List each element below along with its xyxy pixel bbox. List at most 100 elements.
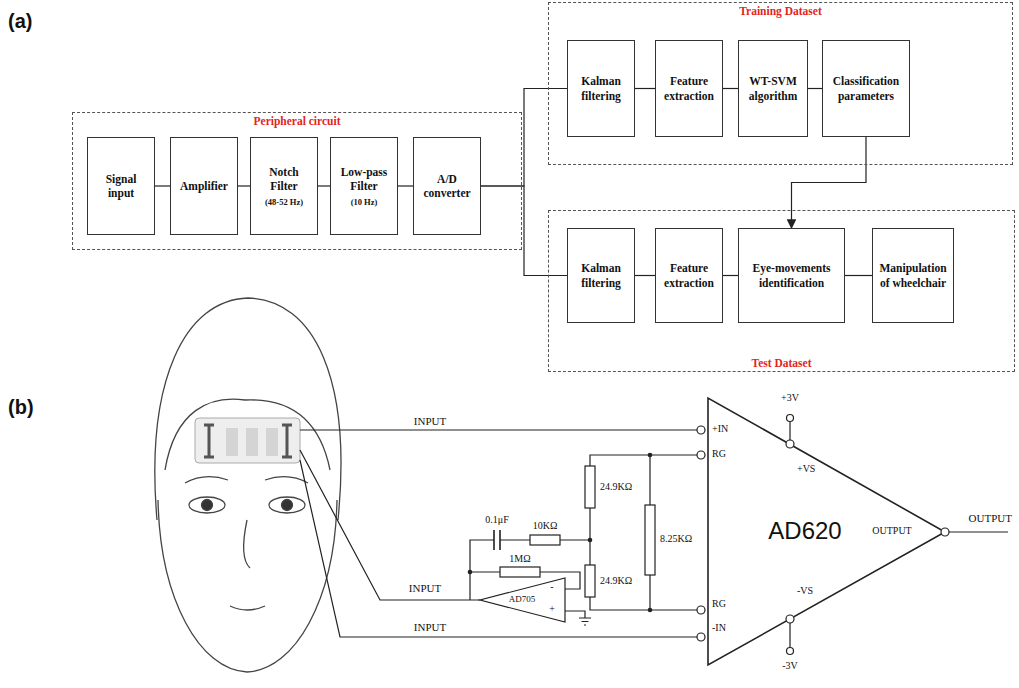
head-drawing-part: [155, 298, 341, 520]
box-label: Notch Filter: [255, 165, 313, 194]
resistor-symbol-part: [530, 535, 560, 545]
group-title: Test Dataset: [748, 355, 816, 371]
electrode-band-part: [246, 428, 258, 456]
connector-line: [238, 185, 250, 186]
pin-terminal-part: [786, 615, 794, 623]
amplifier-symbol: [708, 398, 945, 665]
circuit-label: -IN: [712, 622, 726, 634]
pin-terminal-part: [941, 528, 949, 536]
connector-line: [155, 185, 170, 186]
circuit-label: +3V: [781, 392, 799, 404]
connector-line: [723, 275, 738, 276]
resistor-symbol: [500, 466, 655, 597]
box-label: WT-SVM algorithm: [743, 74, 803, 103]
connector-line: [481, 186, 567, 276]
circuit-label: OUTPUT: [969, 512, 1012, 525]
resistor-symbol-part: [500, 567, 540, 577]
circuit-label: AD620: [768, 517, 841, 545]
circuit-label: 8.25KΩ: [660, 533, 692, 545]
circuit-wires-part: [300, 429, 697, 430]
connector-line: [398, 185, 413, 186]
pin-terminal-part: [697, 606, 705, 614]
capacitor-symbol: [494, 530, 500, 550]
electrode-band-part: [266, 428, 278, 456]
junction-dot-part: [468, 570, 473, 575]
box-label: Classification parameters: [827, 74, 905, 103]
pin-terminal-part: [787, 415, 794, 422]
resistor-symbol-part: [585, 466, 595, 508]
electrode-band-part: [195, 418, 300, 463]
circuit-label: 24.9KΩ: [600, 575, 632, 587]
pin-terminal-part: [787, 648, 794, 655]
circuit-label: RG: [712, 598, 726, 610]
box-label: (48-52 Hz): [265, 197, 303, 208]
connector-arrow: [792, 137, 867, 228]
group-title: Training Dataset: [735, 3, 826, 19]
box-label: Feature extraction: [660, 261, 718, 290]
circuit-label: 0.1μF: [485, 514, 508, 526]
circuit-label: OUTPUT: [872, 525, 911, 537]
ground-symbol-part: [579, 618, 591, 625]
connector-line: [808, 88, 822, 89]
process-box: Feature extraction: [655, 228, 723, 323]
head-drawing-part: [244, 520, 250, 568]
pin-terminal-part: [697, 426, 705, 434]
connector-line: [845, 275, 872, 276]
process-box: A/D converter: [413, 137, 481, 235]
circuit-label: (a): [8, 10, 32, 33]
head-drawing-part: [269, 497, 305, 513]
circuit-wires-part: [590, 455, 697, 610]
box-label: A/D converter: [418, 172, 476, 201]
circuit-label: -: [550, 581, 553, 593]
circuit-label: -3V: [782, 660, 798, 672]
circuit-label: -VS: [797, 585, 813, 597]
process-box: Eye-movements identification: [738, 228, 845, 323]
electrode-band-part: [204, 425, 214, 457]
opamp-symbol: [480, 578, 565, 622]
circuit-label: 24.9KΩ: [600, 481, 632, 493]
box-label: (10 Hz): [351, 197, 378, 208]
circuit-label: INPUT: [409, 582, 441, 595]
box-label: Kalman filtering: [572, 261, 630, 290]
pin-terminal-part: [697, 633, 705, 641]
resistor-symbol-part: [645, 505, 655, 575]
circuit-label: +IN: [712, 423, 728, 435]
head-drawing-part: [230, 606, 265, 610]
process-box: Notch Filter (48-52 Hz): [250, 137, 318, 235]
connector-line: [481, 89, 567, 187]
process-box: Signal input: [87, 137, 155, 235]
circuit-wires: [300, 421, 1008, 648]
junction-dot-part: [588, 538, 593, 543]
connector-line: [635, 275, 655, 276]
circuit-label: (b): [8, 396, 34, 419]
connector-line: [318, 185, 330, 186]
circuit-label: +: [549, 603, 555, 615]
amplifier-symbol-part: [708, 398, 945, 665]
box-label: Feature extraction: [660, 74, 718, 103]
process-box: Manipulation of wheelchair: [872, 228, 954, 323]
head-drawing-part: [282, 500, 293, 511]
electrode-band-part: [226, 428, 238, 456]
circuit-label: INPUT: [414, 415, 446, 428]
circuit-wires-part: [565, 611, 585, 618]
group-frame: Test Dataset Kalman filtering Feature extr…: [548, 210, 1015, 372]
box-label: Manipulation of wheelchair: [877, 261, 949, 290]
box-label: Eye-movements identification: [743, 261, 840, 290]
head-drawing-part: [185, 477, 228, 483]
pin-terminal-part: [697, 451, 705, 459]
circuit-label: AD705: [509, 594, 536, 604]
electrode-band-part: [282, 425, 292, 457]
process-box: Feature extraction: [655, 40, 723, 137]
connector-line: [723, 88, 738, 89]
head-drawing-part: [202, 500, 213, 511]
group-title: Peripheral circuit: [250, 113, 345, 129]
ground-symbol: [579, 618, 591, 625]
junction-dot-part: [648, 608, 653, 613]
circuit-label: +VS: [797, 463, 815, 475]
connector-line: [635, 88, 655, 89]
resistor-symbol-part: [585, 565, 595, 597]
pin-terminal: [697, 415, 949, 655]
head-drawing-part: [265, 477, 308, 483]
